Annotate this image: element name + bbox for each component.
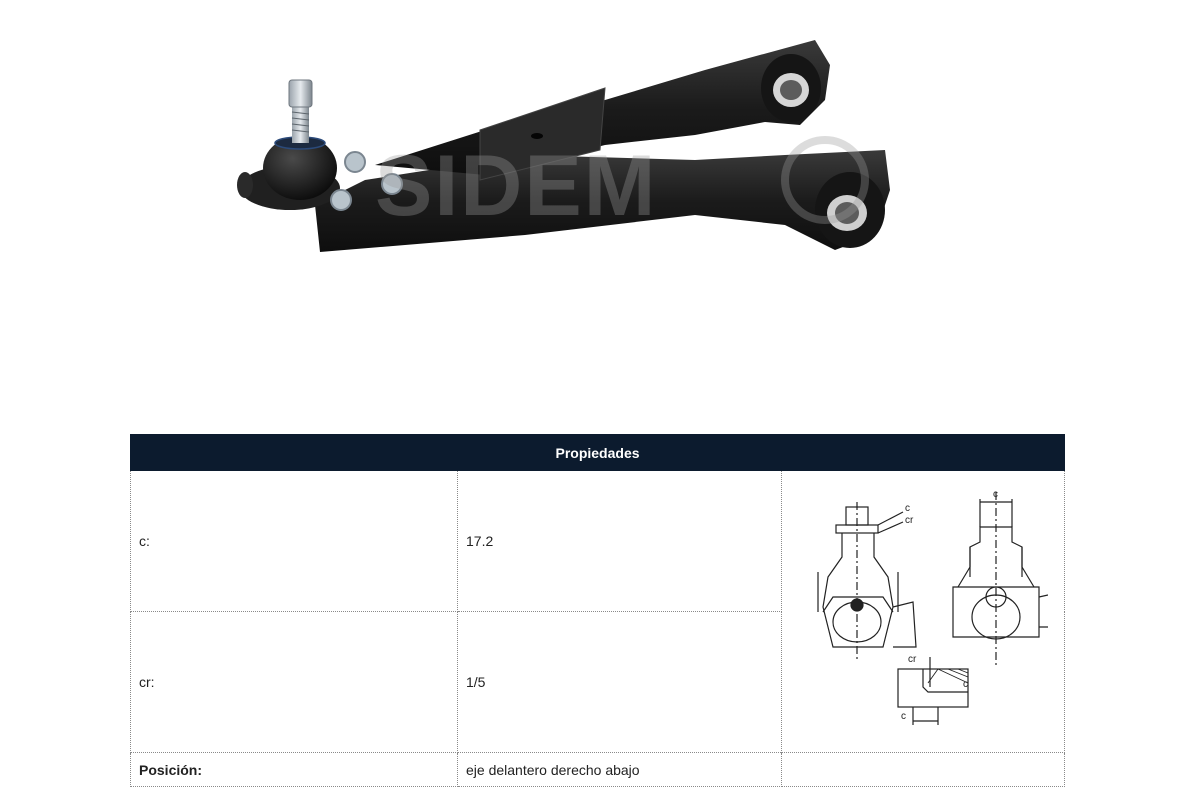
diagram-label-c-detail: c [963, 679, 968, 690]
diagram-label-c-right: c [993, 489, 998, 500]
empty-cell [781, 752, 1065, 787]
row-label-cr: cr: [130, 611, 458, 753]
ball-joint [237, 79, 340, 210]
rivet [344, 151, 366, 173]
row-label-c: c: [130, 470, 458, 612]
row-value-cr: 1/5 [457, 611, 782, 753]
control-arm-image: SIDEM [237, 40, 890, 252]
row-value-position: eje delantero derecho abajo [457, 752, 782, 787]
diagram-label-c: c [905, 503, 910, 514]
row-label-position: Posición: [130, 752, 458, 787]
diagram-label-cr: cr [905, 515, 914, 526]
table-header: Propiedades [130, 434, 1065, 471]
reinforcement-plate [479, 87, 606, 181]
diagram-cell: c cr [781, 470, 1065, 753]
diagram-label-cr-detail: cr [908, 654, 917, 665]
lower-arm [315, 150, 890, 252]
properties-table: Propiedades c: 17.2 [130, 434, 1065, 787]
ball-joint-dimension-diagram-icon: c cr [817, 489, 1048, 725]
brand-watermark: SIDEM [375, 138, 657, 234]
table-row: cr: 1/5 [130, 611, 1065, 753]
table-row: Posición: eje delantero derecho abajo [130, 752, 1065, 787]
rivet [330, 189, 352, 211]
table-row: c: 17.2 [130, 470, 1065, 753]
diagram-label-c-detail-bottom: c [901, 711, 906, 722]
row-value-c: 17.2 [457, 470, 782, 612]
front-bushing [815, 172, 885, 248]
rear-bushing [761, 54, 821, 122]
rivet [381, 173, 403, 195]
